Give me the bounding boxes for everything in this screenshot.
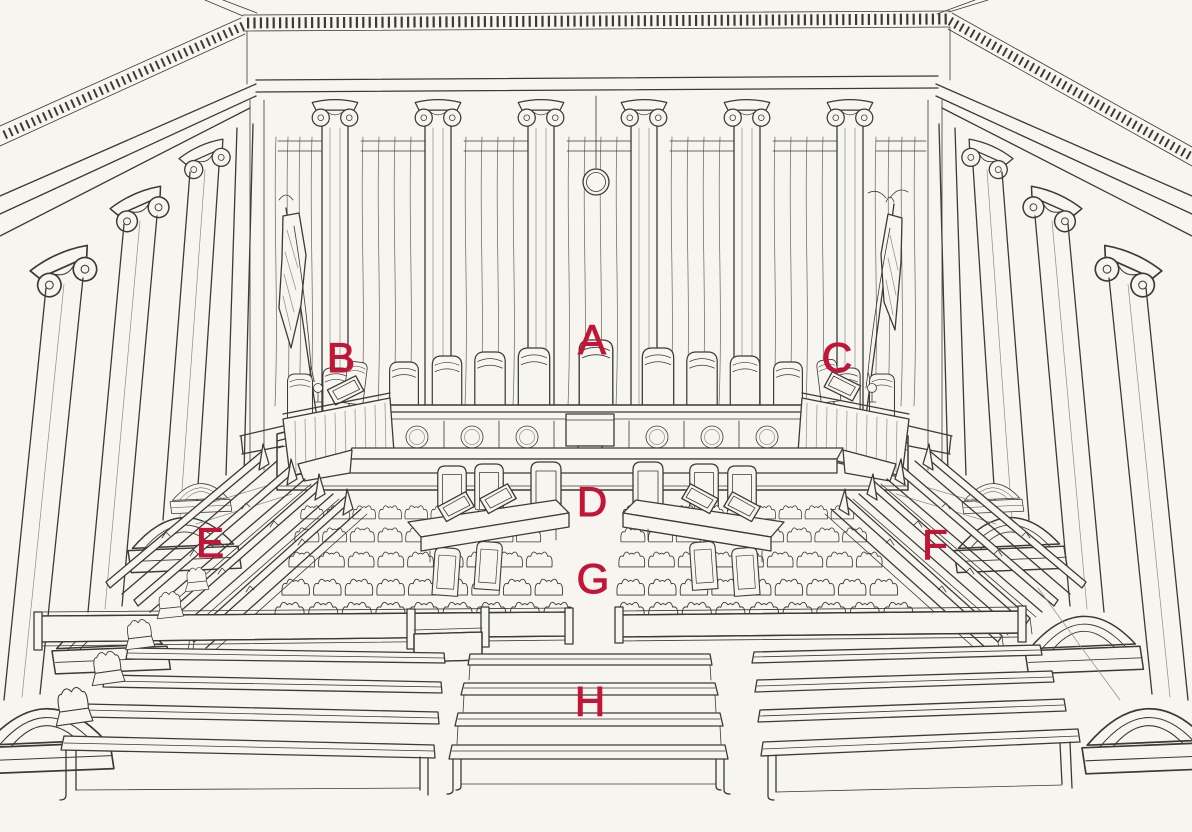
gallery-benches-left — [59, 647, 446, 801]
hanging-ring — [582, 95, 610, 196]
floor-edge-line — [1037, 587, 1121, 701]
front-counter — [297, 447, 897, 520]
gallery-benches-center — [446, 653, 731, 795]
left-flag — [278, 194, 323, 453]
label-b: B — [327, 334, 355, 381]
counsel-table-right — [622, 482, 785, 597]
label-f: F — [922, 521, 948, 568]
gallery-benches-right — [751, 644, 1081, 801]
label-c: C — [822, 334, 852, 381]
back-wall-columns — [249, 99, 943, 471]
column-shafts — [321, 123, 864, 451]
ceiling-cornice — [0, 0, 1192, 215]
curtains — [274, 136, 927, 407]
left-wall-columns — [0, 107, 254, 775]
counsel-table-left — [407, 482, 570, 597]
label-a: A — [578, 316, 606, 363]
label-h: H — [575, 678, 605, 725]
label-e: E — [196, 519, 224, 566]
label-d: D — [577, 478, 607, 525]
right-wall-columns — [938, 107, 1192, 775]
area-labels: A B C D E F G H — [195, 316, 948, 726]
label-g: G — [577, 555, 610, 602]
fret-railing — [33, 605, 1027, 663]
